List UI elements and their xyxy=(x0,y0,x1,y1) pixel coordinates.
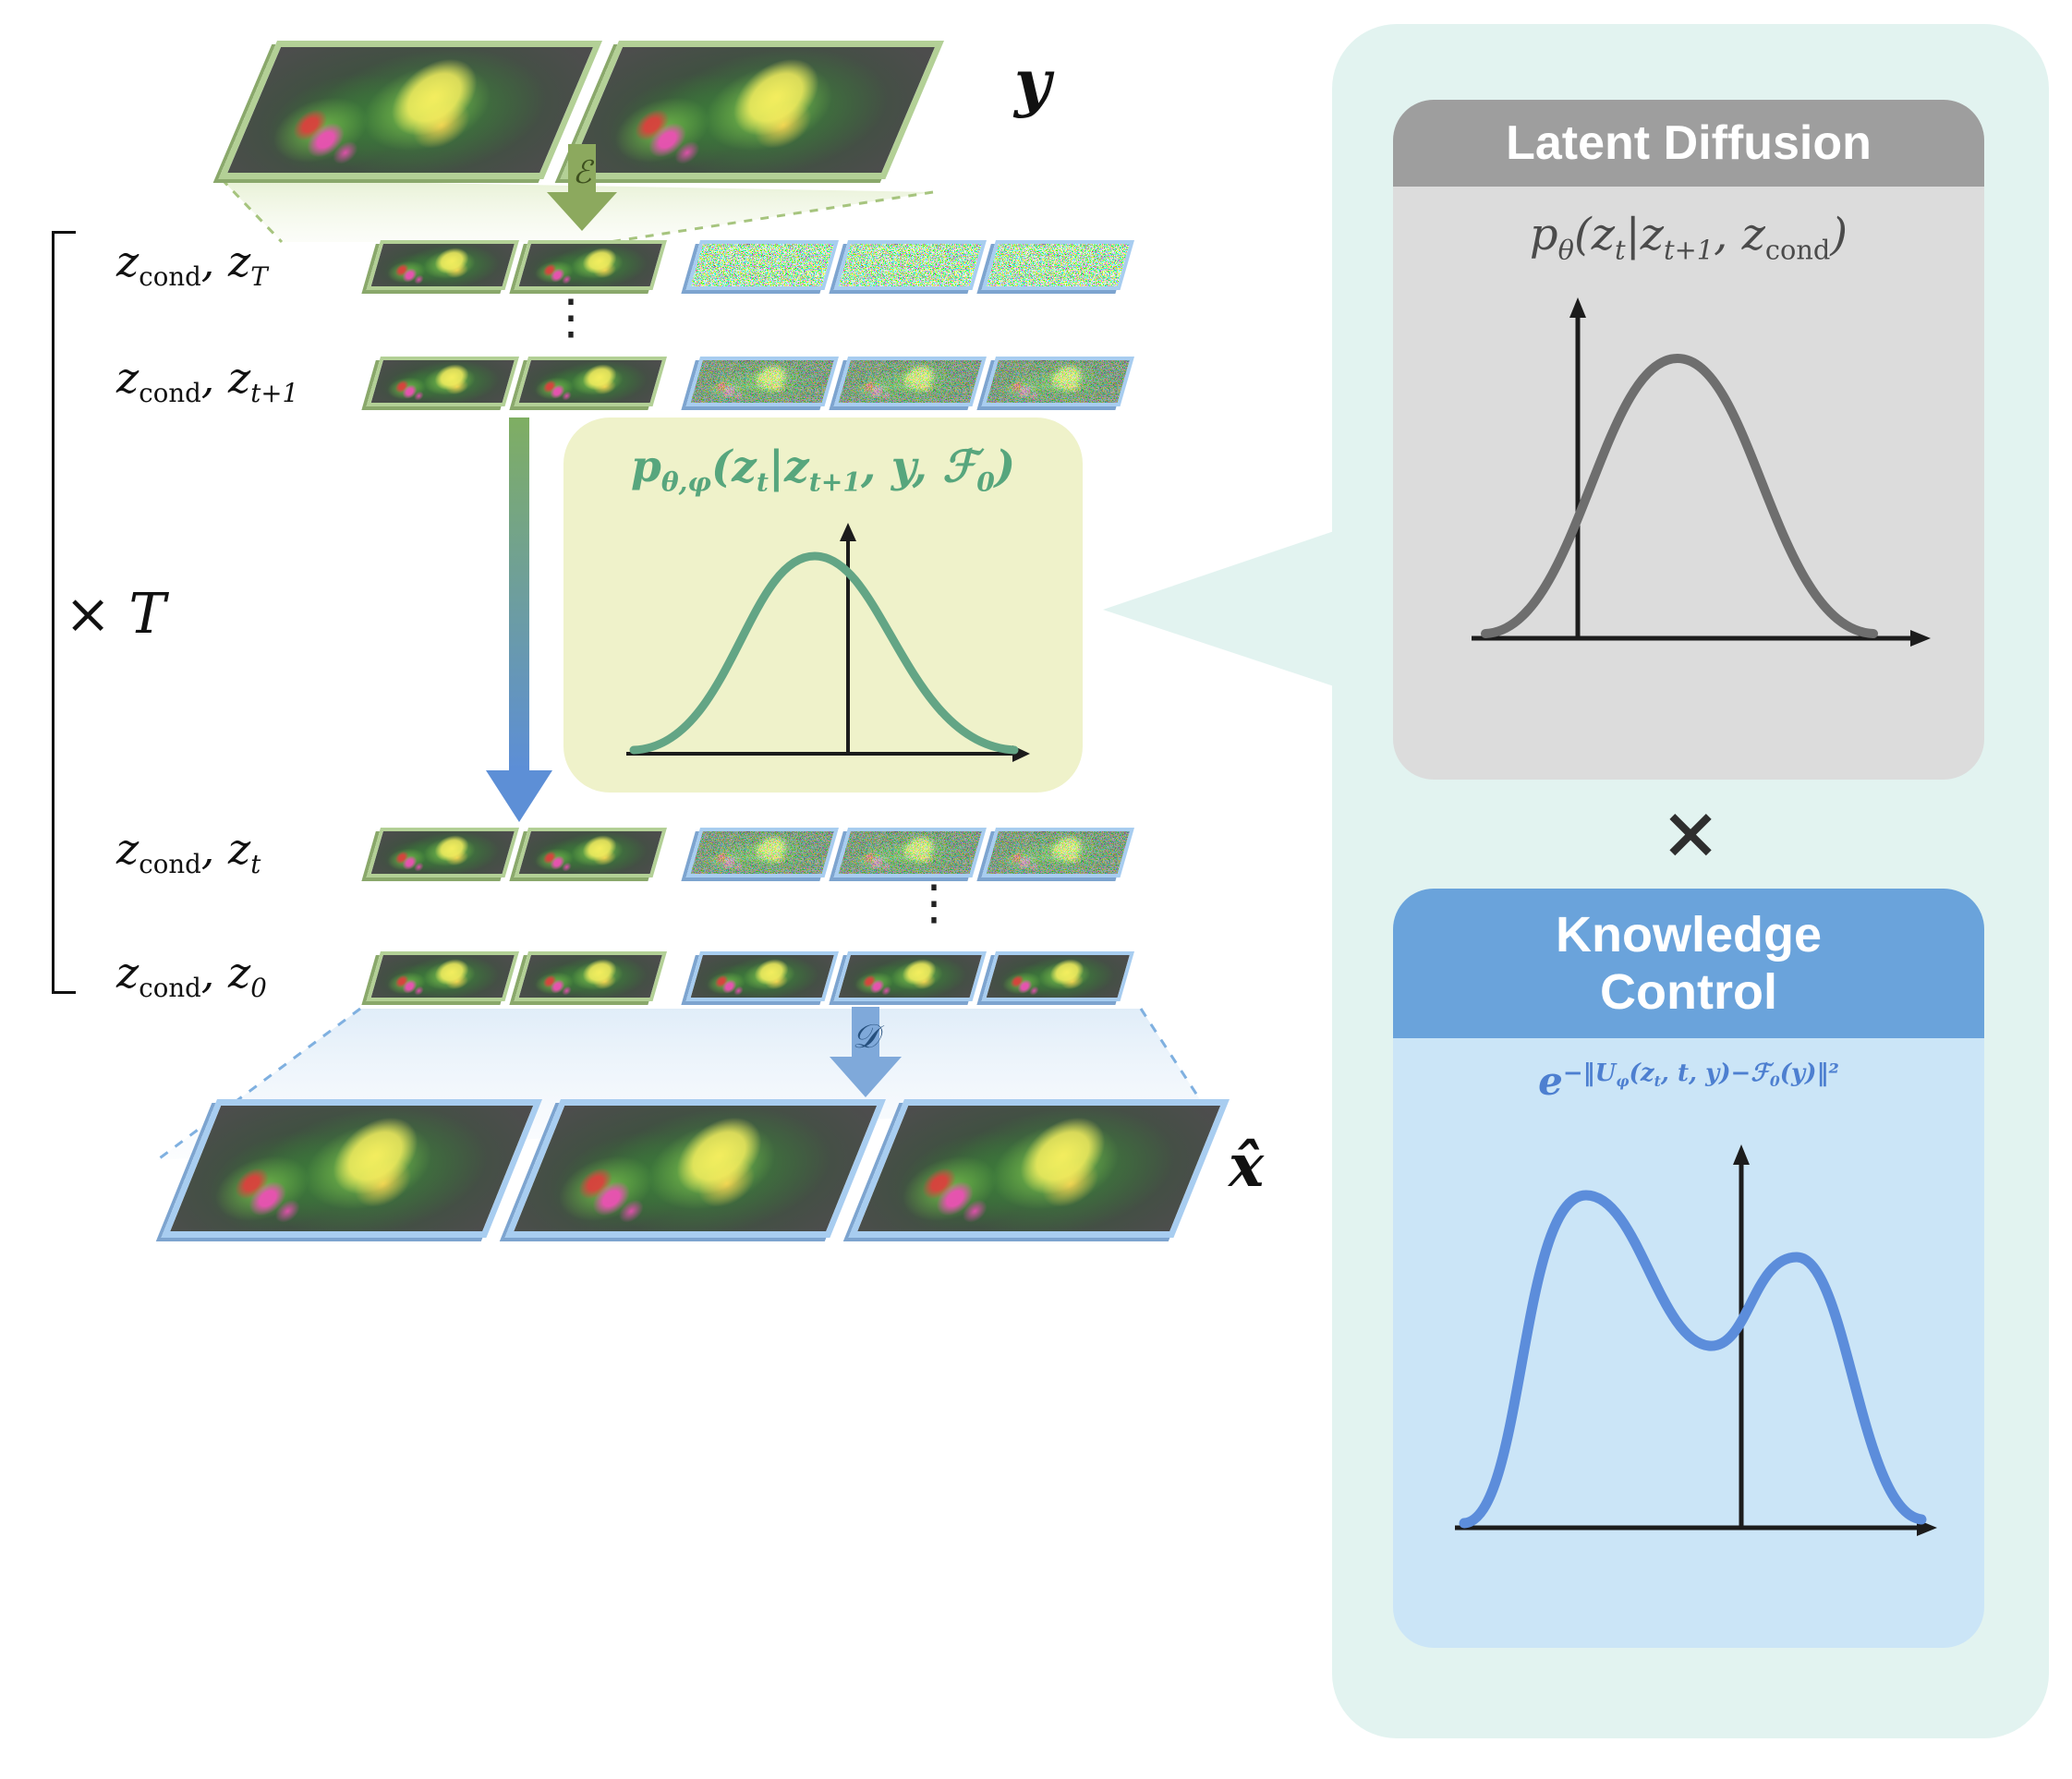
latent-tile-cond xyxy=(514,828,667,877)
latent-tile-cond xyxy=(514,951,667,1001)
output-radar-frame xyxy=(848,1099,1230,1238)
latent-row-zt1 xyxy=(366,357,1134,406)
radar-thumbnail xyxy=(986,955,1130,998)
radar-thumbnail xyxy=(518,831,662,874)
noise-overlay xyxy=(986,831,1130,874)
encoder-arrow: ℰ xyxy=(547,144,617,231)
multiply-symbol: × xyxy=(1660,791,1721,875)
latent-row-zT xyxy=(366,240,1134,290)
radar-image xyxy=(514,1106,878,1231)
latent-tile-noisy-radar xyxy=(981,357,1134,406)
decoder-arrow: 𝒟 xyxy=(830,1007,902,1097)
input-label: y xyxy=(1014,46,1051,120)
radar-image xyxy=(569,47,936,173)
radar-thumbnail xyxy=(838,955,982,998)
latent-diffusion-card: Latent Diffusion pθ(zt|zt+1, zcond) xyxy=(1393,100,1984,780)
noise-overlay xyxy=(986,360,1130,403)
ellipsis-bottom: ⋮ xyxy=(910,876,958,931)
noise-overlay xyxy=(838,831,982,874)
latent-tile-cond xyxy=(366,828,519,877)
noise-overlay xyxy=(838,360,982,403)
radar-image xyxy=(227,47,594,173)
iteration-bracket xyxy=(52,231,76,994)
latent-diffusion-formula: pθ(zt|zt+1, zcond) xyxy=(1529,209,1848,266)
latent-row-z0 xyxy=(366,951,1134,1001)
knowledge-control-title: Knowledge Control xyxy=(1393,889,1984,1038)
latent-tile-denoised xyxy=(981,951,1134,1001)
noise-overlay xyxy=(690,360,834,403)
knowledge-control-curve xyxy=(1455,1144,1937,1536)
latent-tile-noisy-radar xyxy=(685,828,839,877)
guided-distribution-curve xyxy=(626,523,1030,763)
guided-transition-formula: pθ,φ(zt|zt+1, y, ℱ0) xyxy=(630,442,1016,498)
radar-thumbnail xyxy=(690,955,834,998)
radar-image xyxy=(857,1106,1221,1231)
iteration-count-label: × T xyxy=(65,582,166,647)
radar-thumbnail xyxy=(370,244,515,286)
latent-tile-denoised xyxy=(685,951,839,1001)
knowledge-control-formula: e−‖Uφ(zt, t, y)−ℱ0(y)‖² xyxy=(1538,1059,1839,1104)
latent-tile-cond xyxy=(366,240,519,290)
radar-thumbnail xyxy=(518,360,662,403)
latent-tile-cond xyxy=(366,357,519,406)
radar-thumbnail xyxy=(518,244,662,286)
knowledge-control-card: Knowledge Control e−‖Uφ(zt, t, y)−ℱ0(y)‖… xyxy=(1393,889,1984,1648)
noise-overlay xyxy=(690,831,834,874)
latent-tile-cond xyxy=(366,951,519,1001)
noise-thumbnail xyxy=(690,244,834,286)
latent-tile-noisy-radar xyxy=(833,357,987,406)
latent-tile-cond xyxy=(514,240,667,290)
latent-tile-noisy-radar xyxy=(685,357,839,406)
latent-tile-noisy-radar xyxy=(981,828,1134,877)
label-zcond-z0: zcond, z0 xyxy=(116,948,267,1004)
ellipsis-top: ⋮ xyxy=(547,290,595,345)
output-radar-frame xyxy=(504,1099,886,1238)
noise-thumbnail xyxy=(986,244,1130,286)
radar-thumbnail xyxy=(370,360,515,403)
output-prediction-tiles xyxy=(161,1099,1230,1238)
knowledge-control-title-text: Knowledge Control xyxy=(1555,906,1822,1020)
latent-row-zt xyxy=(366,828,1134,877)
radar-thumbnail xyxy=(370,831,515,874)
radar-thumbnail xyxy=(518,955,662,998)
decoder-label: 𝒟 xyxy=(853,1018,885,1056)
encoder-label: ℰ xyxy=(573,154,595,191)
guided-transition-box: pθ,φ(zt|zt+1, y, ℱ0) xyxy=(563,418,1083,793)
latent-diffusion-curve xyxy=(1472,296,1931,647)
latent-tile-noise xyxy=(981,240,1134,290)
radar-image xyxy=(170,1106,534,1231)
latent-tile-denoised xyxy=(833,951,987,1001)
latent-diffusion-title: Latent Diffusion xyxy=(1393,100,1984,187)
label-zcond-zt1: zcond, zt+1 xyxy=(116,353,299,409)
latent-tile-noise xyxy=(833,240,987,290)
latent-tile-noise xyxy=(685,240,839,290)
latent-tile-noisy-radar xyxy=(833,828,987,877)
radar-thumbnail xyxy=(370,955,515,998)
latent-tile-cond xyxy=(514,357,667,406)
label-zcond-zt: zcond, zt xyxy=(116,824,261,880)
output-label: x̂ xyxy=(1229,1132,1265,1201)
callout-tail xyxy=(1103,530,1337,687)
denoising-arrow xyxy=(486,418,552,822)
noise-thumbnail xyxy=(838,244,982,286)
output-radar-frame xyxy=(161,1099,543,1238)
label-zcond-zT: zcond, zT xyxy=(116,236,268,293)
